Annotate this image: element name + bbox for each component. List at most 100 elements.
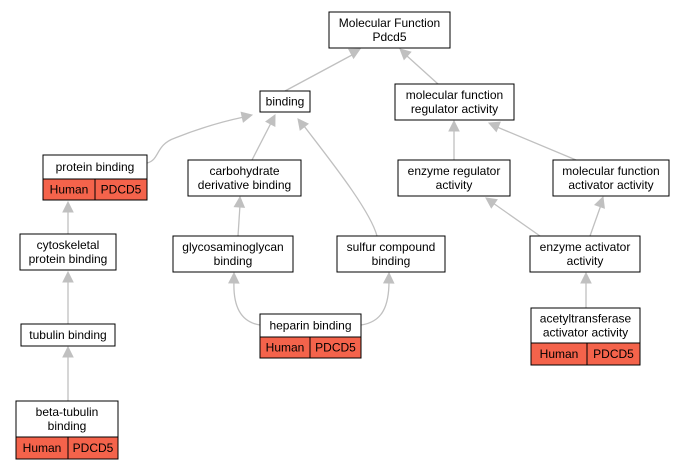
species-label: Human: [266, 341, 305, 355]
edge-line: [492, 202, 541, 237]
edge-line: [589, 204, 602, 237]
node-box: [397, 159, 511, 197]
edge-binding-to-mf: [284, 48, 361, 92]
edge-cpb-to-pb: [62, 200, 74, 234]
edge-line: [406, 55, 439, 85]
arrowhead: [62, 345, 74, 358]
node-label: activator activity: [543, 326, 628, 340]
node-label: protein binding: [29, 252, 108, 266]
arrowhead: [399, 48, 412, 61]
node-box: [529, 235, 641, 273]
node-label: binding: [372, 254, 411, 268]
edge-line: [233, 280, 261, 326]
node-label: enzyme activator: [540, 240, 631, 254]
node-box: [20, 323, 116, 347]
node-label: molecular function: [562, 164, 659, 178]
arrowhead: [240, 111, 254, 123]
node-label: cytoskeletal: [37, 238, 100, 252]
species-label: Human: [540, 347, 579, 361]
node-label: regulator activity: [411, 102, 498, 116]
edge-line: [360, 280, 390, 326]
node-label: activator activity: [568, 178, 653, 192]
node-label: heparin binding: [269, 319, 351, 333]
node-box: [15, 400, 119, 438]
edge-era-to-mfra: [448, 119, 460, 160]
edge-hb-to-scb: [360, 271, 395, 326]
node-label: molecular function: [406, 88, 503, 102]
species-label: Human: [23, 441, 62, 455]
node-label: activity: [436, 178, 473, 192]
node-box: [394, 83, 515, 121]
node-label: binding: [266, 95, 305, 109]
gene-label: PDCD5: [101, 183, 142, 197]
arrowhead: [228, 271, 240, 284]
edge-line: [303, 125, 378, 237]
node-label: tubulin binding: [29, 328, 106, 342]
node-box: [172, 235, 294, 273]
gene-cell: [586, 342, 641, 366]
node-box: [530, 307, 641, 344]
gene-label: PDCD5: [315, 341, 356, 355]
arrowhead: [265, 114, 276, 127]
edge-pb-to-binding: [146, 111, 254, 164]
annotation-row: Human PDCD5: [259, 336, 362, 359]
arrowhead: [382, 271, 395, 284]
annotation-row: Human PDCD5: [15, 436, 119, 460]
node-box: [552, 159, 670, 197]
arrowhead: [594, 195, 605, 209]
node-label: glycosaminoglycan: [182, 240, 283, 254]
node-label: binding: [214, 254, 253, 268]
node-label: enzyme regulator: [408, 164, 501, 178]
node-box: [19, 233, 117, 271]
gene-cell: [94, 178, 148, 201]
edge-gagb-to-cdb: [233, 195, 246, 237]
node-box: [42, 154, 148, 180]
node-box: [187, 159, 302, 197]
gene-label: PDCD5: [73, 441, 114, 455]
node-label: acetyltransferase: [540, 312, 632, 326]
node-label: sulfur compound: [347, 240, 436, 254]
node-label: Molecular Function: [339, 16, 440, 30]
edge-cdb-to-binding: [251, 114, 276, 161]
gene-label: PDCD5: [593, 347, 634, 361]
arrowhead: [62, 200, 74, 213]
arrowhead: [348, 48, 361, 60]
edge-line: [496, 126, 577, 161]
edges-layer: [62, 48, 605, 401]
node-binding[interactable]: binding: [259, 90, 311, 113]
edge-mfaa-to-mfra: [487, 121, 577, 161]
node-label: derivative binding: [198, 178, 291, 192]
node-label: protein binding: [56, 160, 135, 174]
node-box: [328, 11, 451, 49]
species-label: Human: [50, 183, 89, 197]
edge-btb-to-tb: [62, 345, 74, 401]
edge-eaa-to-mfaa: [589, 195, 605, 237]
arrowhead: [485, 197, 498, 209]
edge-ataa-to-eaa: [580, 271, 592, 308]
edge-line: [284, 54, 353, 92]
node-box: [336, 235, 446, 273]
gene-cell: [309, 336, 362, 359]
edge-mfra-to-mf: [399, 48, 439, 85]
edge-tb-to-cpb: [62, 270, 74, 324]
edge-line: [237, 204, 241, 237]
arrowhead: [62, 270, 74, 283]
node-tb[interactable]: tubulin binding: [20, 323, 116, 347]
gene-cell: [67, 436, 119, 460]
arrowhead: [580, 271, 592, 284]
